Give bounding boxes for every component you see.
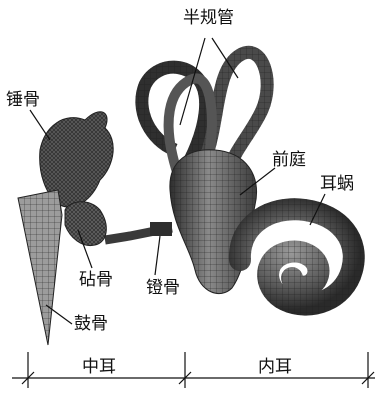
cochlea <box>240 209 354 304</box>
label-inner-ear: 内耳 <box>258 359 292 376</box>
region-dimension-line <box>12 352 375 388</box>
label-incus: 砧骨 <box>79 272 113 289</box>
label-stapes: 镫骨 <box>146 280 180 297</box>
label-eardrum: 鼓骨 <box>74 316 108 333</box>
incus <box>65 202 106 246</box>
label-middle-ear: 中耳 <box>82 359 116 376</box>
label-vestibule: 前庭 <box>272 152 306 169</box>
label-malleus: 锤骨 <box>6 92 40 109</box>
stapes <box>105 222 172 240</box>
label-semicircular-canals: 半规管 <box>183 10 234 27</box>
eardrum <box>18 190 62 345</box>
label-cochlea: 耳蜗 <box>320 176 354 193</box>
